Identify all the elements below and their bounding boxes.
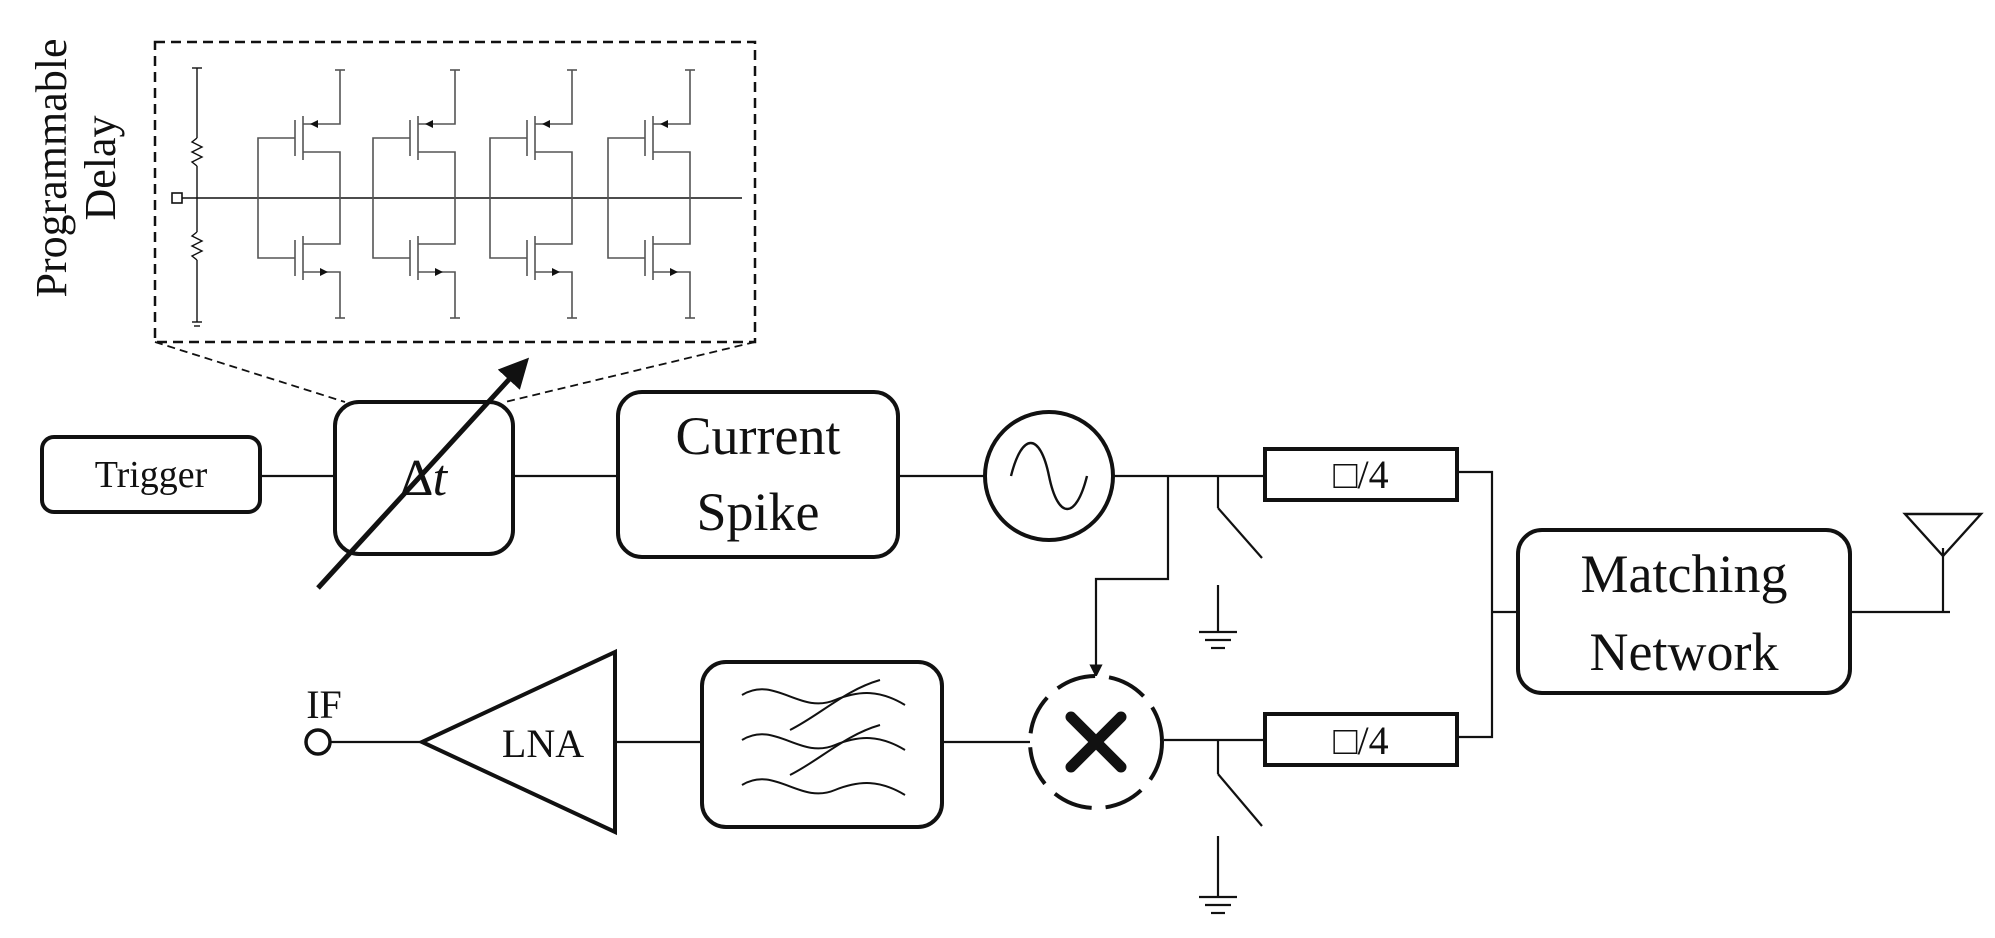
ground-icon [1199, 836, 1237, 915]
delay-title-line2: Delay [76, 115, 125, 220]
inverter-stage-1 [257, 69, 345, 319]
sine-wave-icon [1009, 442, 1089, 510]
bandpass-filter-icon [741, 679, 906, 796]
current-spike-label-line2: Spike [696, 482, 819, 542]
delay-block [333, 400, 515, 556]
inverter-stage-3 [489, 69, 577, 319]
trigger-block [40, 435, 262, 514]
quarter-wave-label-bottom: □/4 [1333, 718, 1388, 763]
switch-top [1217, 507, 1263, 559]
if-port-label: IF [306, 682, 342, 727]
delay-inset-box [153, 40, 757, 344]
matching-network-label-line1: Matching [1581, 544, 1788, 604]
trigger-label: Trigger [95, 454, 208, 496]
lna-amplifier [417, 648, 617, 836]
inverter-stage-4 [607, 69, 695, 319]
inverter-stage-2 [372, 69, 460, 319]
quarter-wave-line-top [1263, 447, 1459, 502]
programmable-delay-title: Programmable Delay [27, 38, 125, 297]
lna-label: LNA [502, 721, 584, 766]
delay-title-line1: Programmable [27, 38, 76, 297]
if-port [304, 728, 332, 756]
lo-path [1089, 476, 1170, 678]
resistor-bottom [190, 231, 204, 261]
quarter-wave-line-bottom [1263, 712, 1459, 767]
filter-block [700, 660, 944, 829]
switch-bottom [1217, 773, 1263, 827]
delay-label: ∆t [401, 450, 449, 507]
current-spike-block [616, 390, 900, 559]
input-pad [171, 192, 183, 204]
ground-icon [1199, 585, 1237, 650]
current-spike-label-line1: Current [676, 406, 841, 466]
quarter-wave-label-top: □/4 [1333, 452, 1388, 497]
antenna-icon [1902, 512, 1984, 612]
resistor-top [190, 137, 204, 167]
multiply-icon [1065, 711, 1127, 773]
callout-line-left [154, 341, 346, 403]
delay-circuit-schematic [171, 67, 742, 327]
matching-network-label-line2: Network [1590, 622, 1779, 682]
variable-delay-arrow [316, 357, 530, 590]
callout-line-right [504, 341, 756, 403]
